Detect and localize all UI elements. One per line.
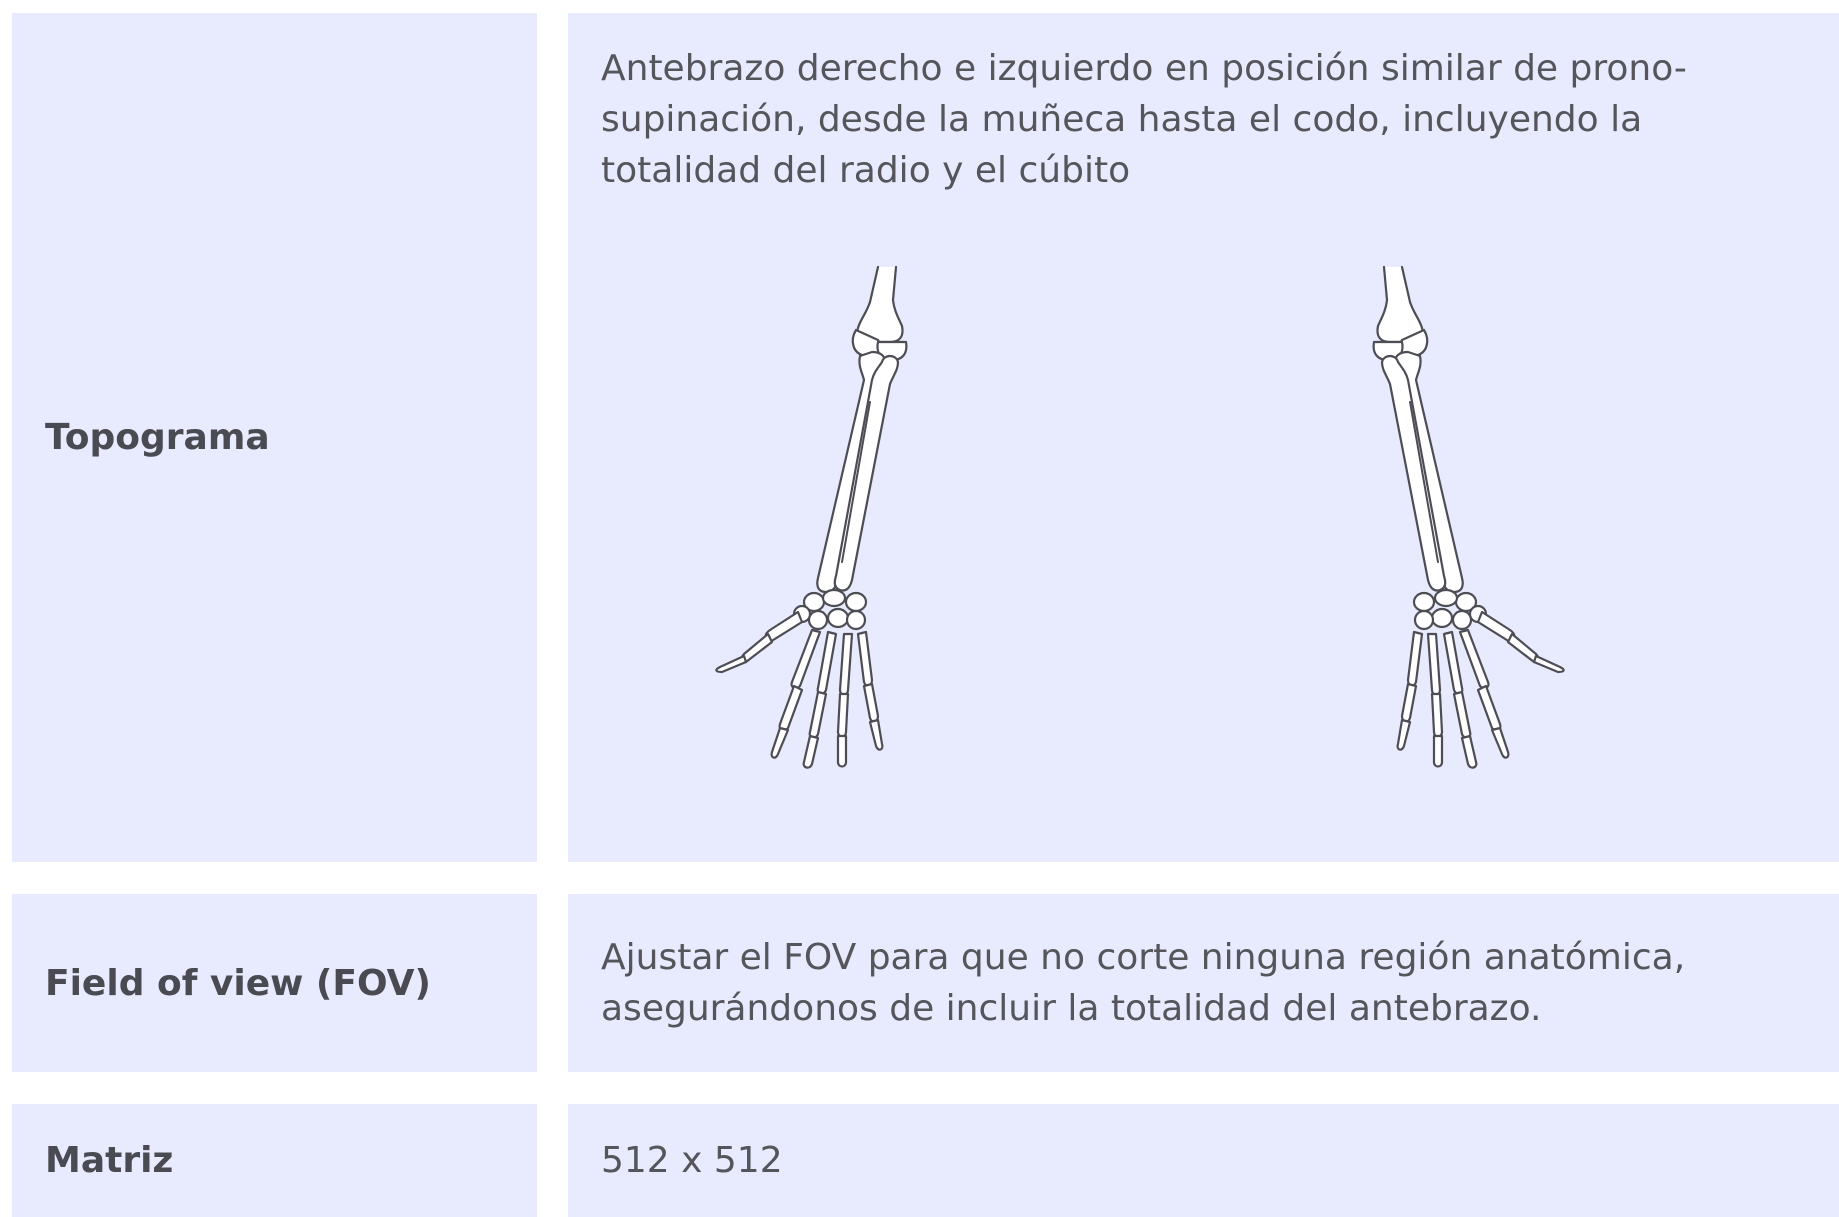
row-label-topograma: Topograma (12, 13, 537, 862)
forearm-skeleton-icon (700, 262, 1580, 792)
label-text: Field of view (FOV) (45, 962, 431, 1004)
row-value-matriz: 512 x 512 (568, 1104, 1839, 1217)
row-label-matriz: Matriz (12, 1104, 537, 1217)
label-text: Matriz (45, 1140, 174, 1181)
label-text: Topograma (45, 417, 270, 458)
row-value-fov: Ajustar el FOV para que no corte ninguna… (568, 894, 1839, 1072)
value-text: 512 x 512 (601, 1140, 783, 1181)
value-text: Antebrazo derecho e izquierdo en posició… (601, 48, 1687, 191)
row-value-topograma: Antebrazo derecho e izquierdo en posició… (568, 13, 1839, 862)
value-text: Ajustar el FOV para que no corte ninguna… (601, 937, 1686, 1029)
row-label-fov: Field of view (FOV) (12, 894, 537, 1072)
